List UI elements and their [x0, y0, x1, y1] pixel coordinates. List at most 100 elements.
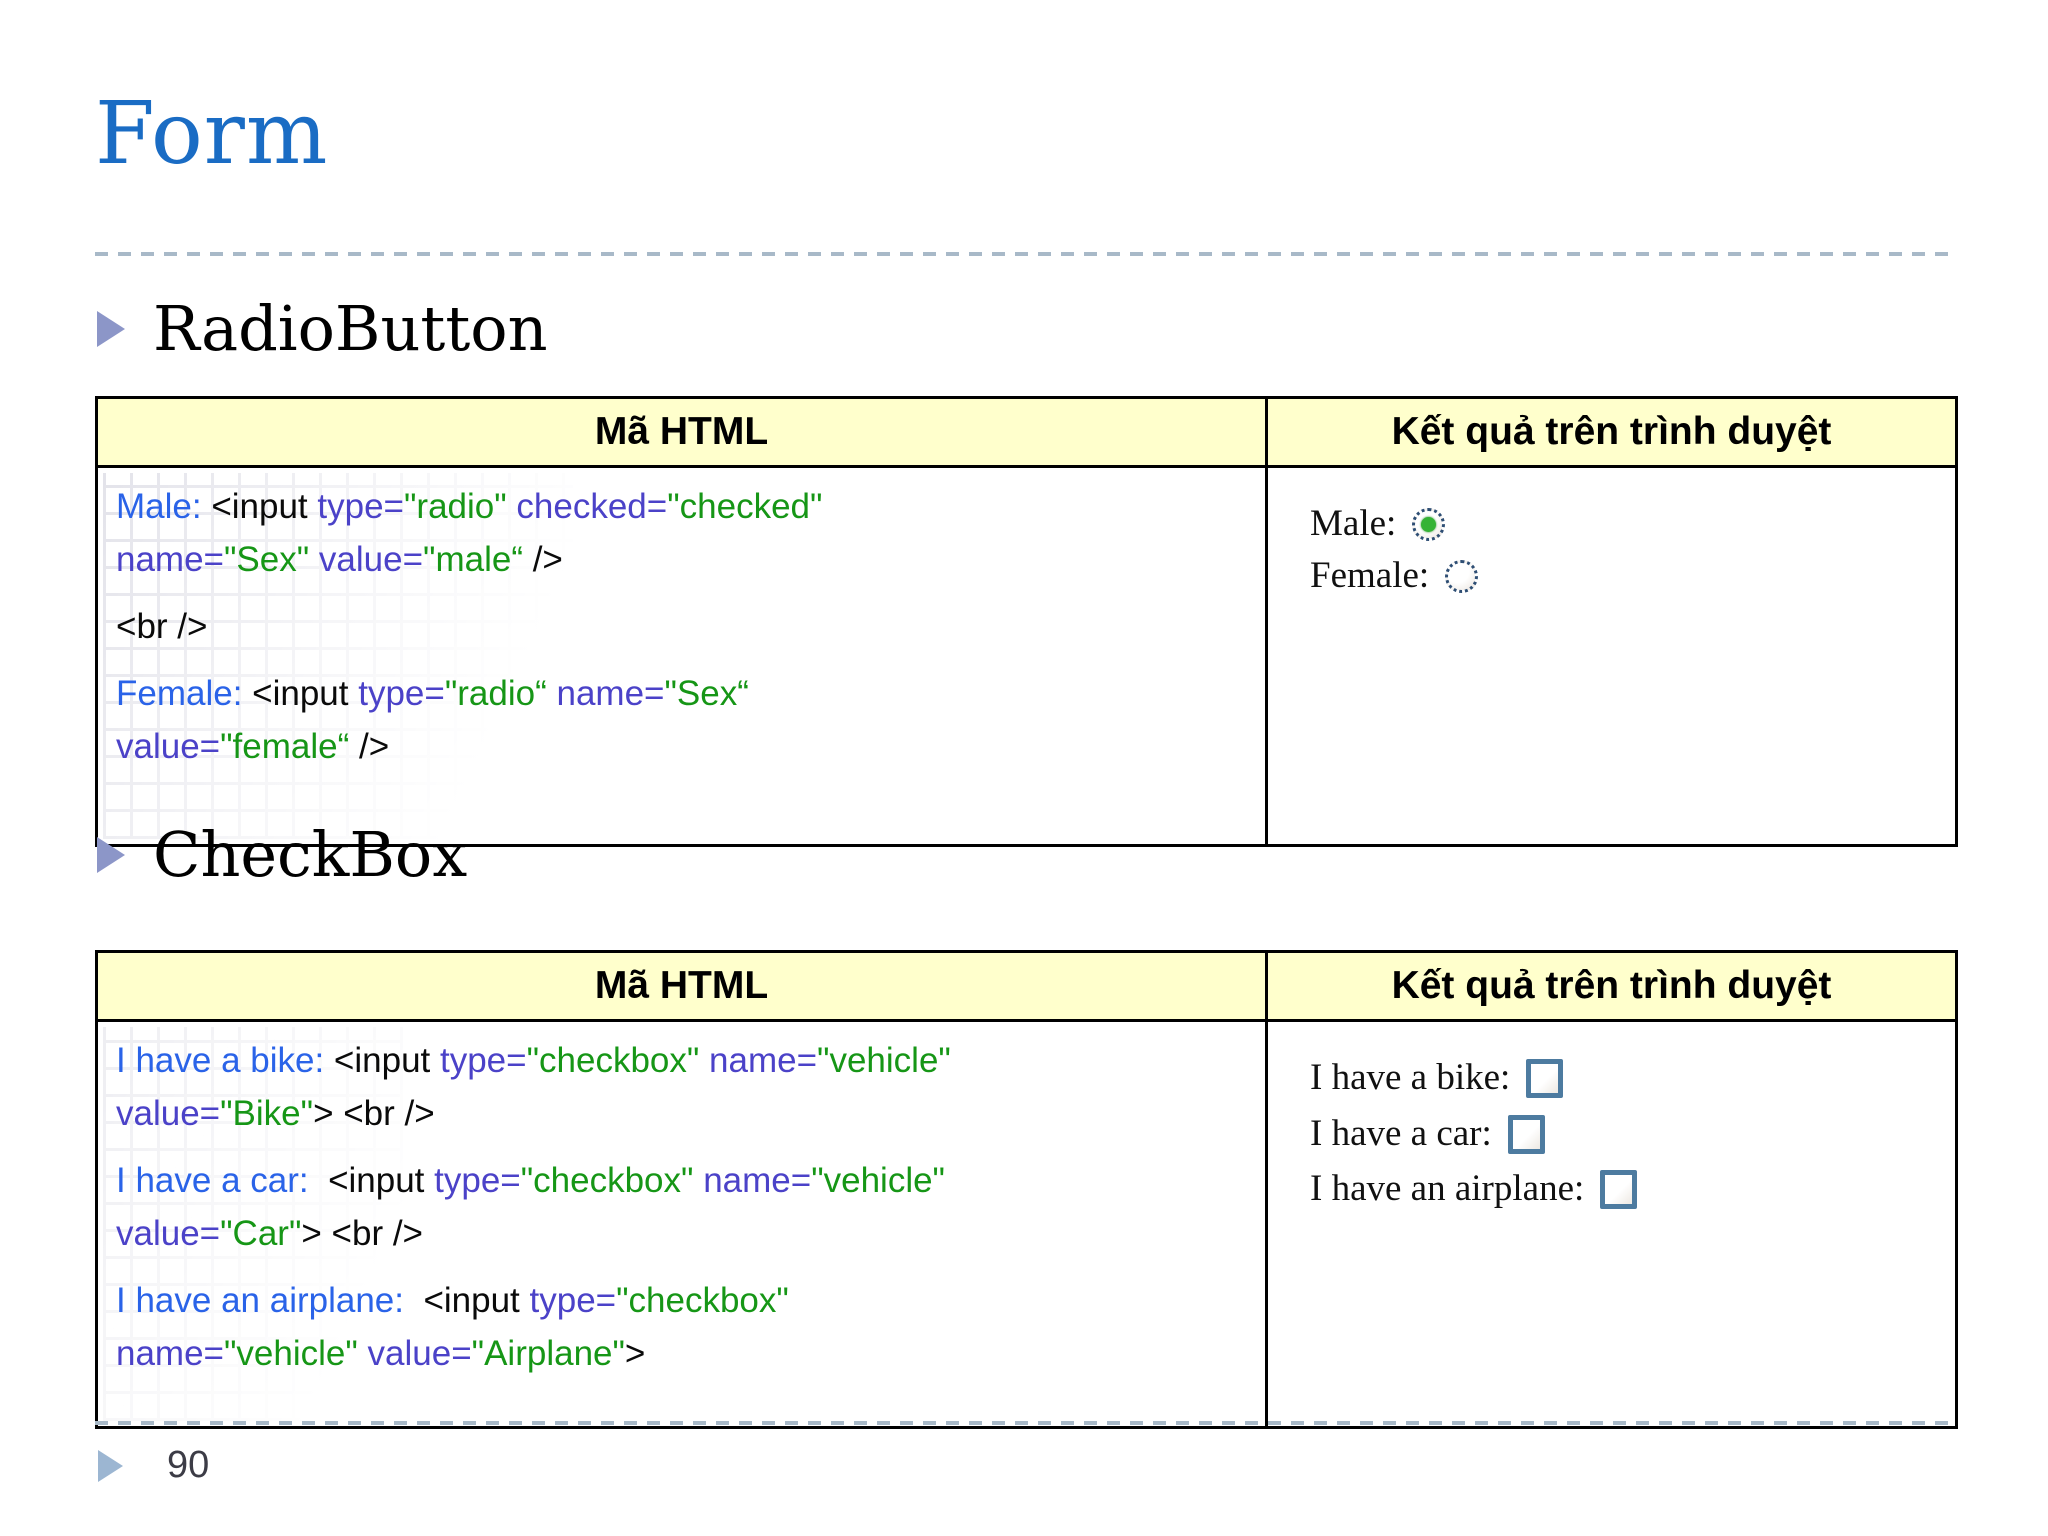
result-label: Male:: [1310, 503, 1397, 544]
code-token-val: "checkbox": [526, 1041, 700, 1080]
code-token-tag: >: [624, 1334, 646, 1373]
code-line: value="female“ />: [116, 720, 1247, 773]
code-token-attr: name=: [116, 1334, 224, 1373]
code-token-attr: type=: [317, 487, 404, 526]
checkbox-input[interactable]: [1526, 1058, 1564, 1098]
result-row: Male:: [1310, 503, 1945, 545]
code-token-tag: <br />: [116, 607, 208, 646]
code-token-attr: name=: [703, 1161, 812, 1200]
code-token-attr: type=: [358, 674, 445, 713]
code-token-attr: name=: [116, 540, 224, 579]
result-row: I have an airplane:: [1310, 1169, 1945, 1210]
code-line: value="Bike"> <br />: [116, 1087, 1247, 1140]
code-token-tag: > <br />: [301, 1214, 423, 1253]
checkbox-input[interactable]: [1507, 1114, 1545, 1154]
code-paragraph: I have a bike: <input type="checkbox" na…: [116, 1034, 1247, 1140]
checkbox-code-cell: I have a bike: <input type="checkbox" na…: [95, 1019, 1268, 1429]
code-paragraph: Male: <input type="radio" checked="check…: [116, 480, 1247, 586]
code-token-val: "Sex": [224, 540, 310, 579]
radiobutton-heading: RadioButton: [97, 298, 548, 360]
code-token-attr: value=: [116, 1094, 221, 1133]
code-token-attr: name=: [709, 1041, 818, 1080]
code-line: name="vehicle" value="Airplane">: [116, 1327, 1247, 1380]
footer: 90: [98, 1444, 209, 1487]
radio-input-checked[interactable]: [1412, 507, 1446, 541]
code-line: I have an airplane: <input type="checkbo…: [116, 1274, 1247, 1327]
code-token-val: "female“: [220, 727, 350, 766]
column-header-browser-result: Kết quả trên trình duyệt: [1265, 396, 1958, 468]
code-token-val: "Car": [220, 1214, 302, 1253]
code-token-val: "male“: [423, 540, 523, 579]
code-line: name="Sex" value="male“ />: [116, 533, 1247, 586]
code-token-label: I have a car:: [116, 1161, 329, 1200]
bullet-triangle-icon: [97, 837, 125, 873]
page-number: 90: [167, 1444, 210, 1486]
code-token-val: "vehicle": [811, 1161, 945, 1200]
code-paragraph: <br />: [116, 600, 1247, 653]
checkbox-table-body-row: I have a bike: <input type="checkbox" na…: [95, 1019, 1958, 1429]
code-token-attr: name=: [556, 674, 665, 713]
checkbox-code: I have a bike: <input type="checkbox" na…: [98, 1022, 1265, 1392]
code-token-val: "radio": [403, 487, 507, 526]
checkbox-input[interactable]: [1600, 1170, 1638, 1210]
code-line: <br />: [116, 600, 1247, 653]
code-token-val: "checked": [667, 487, 823, 526]
bullet-triangle-icon: [97, 311, 125, 347]
result-label: I have a car:: [1310, 1112, 1492, 1154]
code-token-label: I have an airplane:: [116, 1281, 424, 1320]
code-token-label: Male:: [116, 487, 212, 526]
checkbox-table: Mã HTML Kết quả trên trình duyệt I have …: [95, 950, 1958, 1429]
code-token-val: "radio“: [444, 674, 547, 713]
radiobutton-result-cell: Male: Female:: [1265, 465, 1958, 847]
code-token-tag: [693, 1161, 703, 1200]
code-token-attr: value=: [116, 1214, 221, 1253]
code-token-val: "vehicle": [817, 1041, 951, 1080]
result-label: I have an airplane:: [1310, 1168, 1585, 1210]
code-token-val: "Bike": [220, 1094, 314, 1133]
code-paragraph: I have a car: <input type="checkbox" nam…: [116, 1154, 1247, 1260]
checkbox-heading: CheckBox: [97, 824, 467, 886]
code-token-label: I have a bike:: [116, 1041, 334, 1080]
code-token-tag: <input: [252, 674, 359, 713]
radiobutton-table: Mã HTML Kết quả trên trình duyệt Male: <…: [95, 396, 1958, 847]
code-token-attr: value=: [367, 1334, 472, 1373]
checkbox-result-cell: I have a bike: I have a car: I have an air…: [1265, 1019, 1958, 1429]
code-token-tag: <input: [211, 487, 318, 526]
radio-input[interactable]: [1445, 559, 1479, 593]
code-token-tag: />: [522, 540, 563, 579]
result-row: Female:: [1310, 554, 1945, 597]
radiobutton-code: Male: <input type="radio" checked="check…: [98, 468, 1265, 785]
code-token-label: Female:: [116, 674, 253, 713]
code-token-tag: [309, 540, 319, 579]
footer-divider: [95, 1421, 1958, 1425]
code-line: I have a bike: <input type="checkbox" na…: [116, 1034, 1247, 1087]
code-token-tag: [358, 1334, 368, 1373]
checkbox-table-header-row: Mã HTML Kết quả trên trình duyệt: [95, 950, 1958, 1022]
code-token-val: "checkbox": [616, 1281, 789, 1320]
result-label: I have a bike:: [1310, 1057, 1511, 1098]
radiobutton-code-cell: Male: <input type="radio" checked="check…: [95, 465, 1268, 847]
code-token-attr: type=: [439, 1041, 527, 1080]
code-token-attr: value=: [116, 727, 221, 766]
radiobutton-heading-label: RadioButton: [153, 292, 548, 365]
code-token-tag: <input: [328, 1161, 435, 1200]
radio-selected-dot: [1421, 516, 1437, 532]
code-paragraph: I have an airplane: <input type="checkbo…: [116, 1274, 1247, 1380]
code-token-tag: [507, 487, 517, 526]
code-token-val: "checkbox": [520, 1161, 694, 1200]
code-token-val: "Airplane": [471, 1334, 625, 1373]
code-line: Female: <input type="radio“ name="Sex“: [116, 667, 1247, 720]
code-token-tag: <input: [333, 1041, 440, 1080]
result-row: I have a bike:: [1310, 1057, 1945, 1099]
result-label: Female:: [1310, 554, 1430, 596]
code-token-val: "Sex“: [664, 674, 749, 713]
radiobutton-table-header-row: Mã HTML Kết quả trên trình duyệt: [95, 396, 1958, 468]
code-line: value="Car"> <br />: [116, 1207, 1247, 1260]
code-token-tag: <input: [423, 1281, 530, 1320]
code-line: Male: <input type="radio" checked="check…: [116, 480, 1247, 533]
code-token-tag: />: [349, 727, 390, 766]
code-token-attr: type=: [529, 1281, 617, 1320]
slide-title: Form: [95, 84, 329, 184]
column-header-browser-result: Kết quả trên trình duyệt: [1265, 950, 1958, 1022]
